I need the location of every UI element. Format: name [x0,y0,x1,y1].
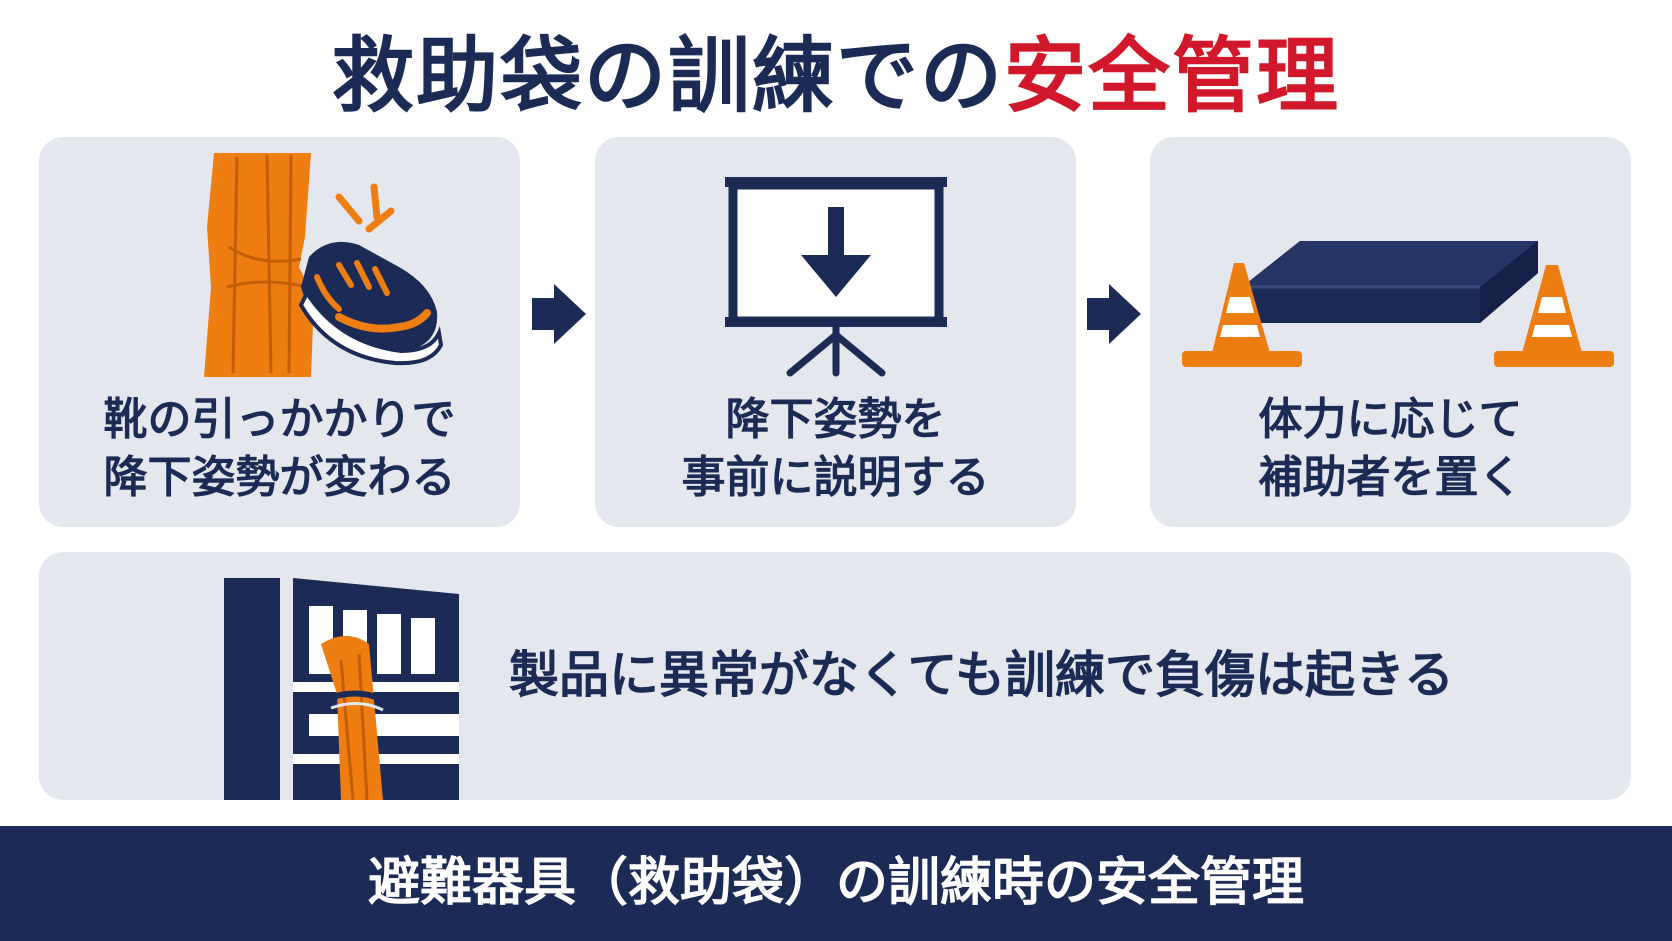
step-card-1: 靴の引っかかりで 降下姿勢が変わる [39,137,520,527]
step-card-3: 体力に応じて 補助者を置く [1150,137,1631,527]
page-title: 救助袋の訓練での安全管理 [0,22,1672,132]
step-caption-2: 降下姿勢を 事前に説明する [595,391,1076,507]
step-caption-3-line1: 体力に応じて [1258,394,1523,445]
arrow-right-icon [1087,284,1141,344]
footer-banner: 避難器具（救助袋）の訓練時の安全管理 [0,826,1672,941]
step-caption-2-line1: 降下姿勢を [725,394,946,445]
step-card-2: 降下姿勢を 事前に説明する [595,137,1076,527]
title-main: 救助袋の訓練での [331,29,1004,124]
building-chute-icon [224,578,459,800]
step-caption-3: 体力に応じて 補助者を置く [1150,391,1631,507]
warning-message: 製品に異常がなくても訓練で負傷は起きる [509,646,1454,704]
step-caption-1: 靴の引っかかりで 降下姿勢が変わる [39,391,520,507]
step-caption-1-line1: 靴の引っかかりで [103,394,456,445]
step-caption-2-line2: 事前に説明する [681,452,990,503]
warning-panel: 製品に異常がなくても訓練で負傷は起きる [39,552,1631,800]
title-accent: 安全管理 [1004,29,1341,124]
arrow-right-icon [532,284,586,344]
mat-and-cones-icon [1182,241,1614,367]
footer-text: 避難器具（救助袋）の訓練時の安全管理 [367,853,1304,913]
presentation-screen-icon [725,177,947,377]
step-caption-1-line2: 降下姿勢が変わる [103,452,456,503]
chute-shoe-icon [204,153,444,377]
step-caption-3-line2: 補助者を置く [1258,452,1523,503]
